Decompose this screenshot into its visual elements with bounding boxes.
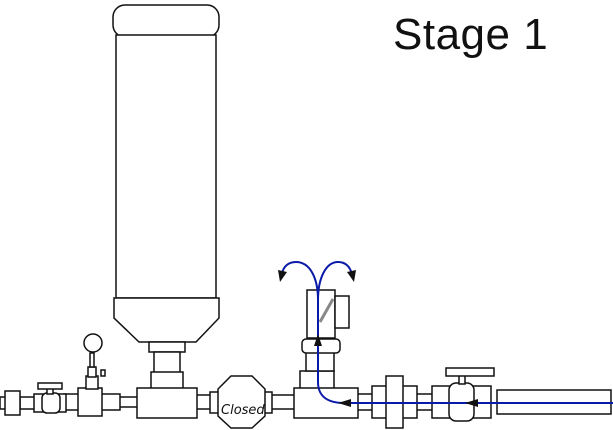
- flow-arrow-tee: [338, 399, 351, 407]
- closed-valve: Closed: [209, 375, 273, 429]
- flow-path: [278, 260, 613, 407]
- ball-valve: [431, 367, 495, 422]
- stage-title: Stage 1: [393, 10, 549, 59]
- closed-valve-label: Closed: [221, 403, 265, 418]
- tank: [112, 4, 220, 375]
- tank-tee-fitting: [136, 371, 198, 419]
- solenoid-tee-fitting: [293, 370, 359, 419]
- flow-arrow-out-left: [278, 270, 287, 282]
- flow-arrow-up: [314, 334, 322, 346]
- solenoid-valve: [301, 289, 350, 372]
- end-fitting: [0, 390, 21, 416]
- gauge-tee-fitting: [63, 333, 121, 417]
- flow-arrow-inlet: [465, 399, 478, 407]
- drain-valve: [19, 382, 67, 414]
- flow-arrow-out-right: [347, 270, 356, 282]
